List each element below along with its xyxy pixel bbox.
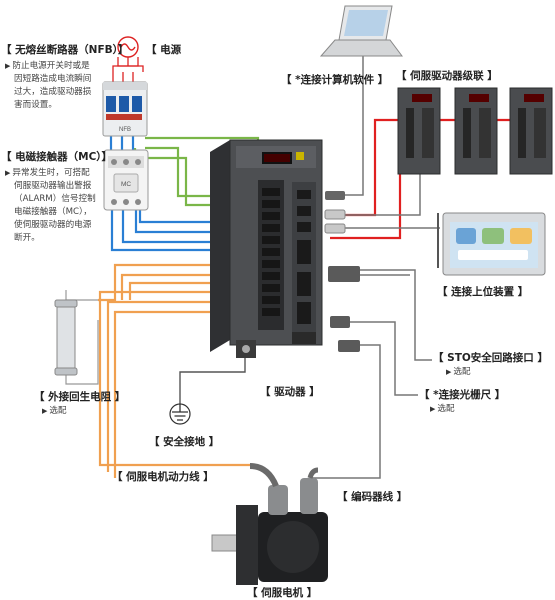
servo-drive-device [210, 139, 323, 358]
scale-cable [350, 321, 418, 396]
power-cable-label: 【 伺服电机动力线 】 [112, 471, 214, 483]
regen-lead-top [65, 290, 98, 301]
pc-cable [345, 52, 364, 196]
sto-optional: ▶选配 [446, 367, 471, 377]
contactor-label: MC [121, 181, 131, 188]
power-source-icon [112, 36, 144, 82]
laptop-icon [319, 5, 403, 57]
encoder-scale-label: 【 *连接光栅尺 】 [419, 389, 506, 401]
red-cascade-3 [330, 150, 402, 240]
ground-wire [179, 358, 246, 405]
power-label: 【 电源 [146, 44, 182, 56]
cascade-drives [397, 87, 553, 175]
breaker-brand-text: NFB [119, 127, 131, 133]
cascade-drive-3 [509, 87, 553, 175]
mc-note: ▶异常发生时，可搭配 伺服驱动器输出警报 （ALARM）信号控制 电磁接触器（M… [5, 168, 96, 243]
cascade-drive-2 [454, 87, 498, 175]
breaker-device: NFB [102, 81, 148, 137]
regen-resistor-label: 【 外接回生电阻 】 [34, 391, 126, 403]
orange-power-cable-1 [98, 290, 270, 467]
regen-resistor-device [54, 299, 78, 376]
regen-lead-bottom [65, 320, 99, 385]
host-label: 【 连接上位装置 】 [437, 286, 529, 298]
contactor-device: MC [103, 149, 149, 211]
sto-label: 【 STO安全回路接口 】 [433, 352, 548, 364]
host-hmi-device [437, 212, 546, 276]
pc-software-label: 【 *连接计算机软件 】 [281, 74, 389, 86]
driver-label: 【 驱动器 】 [260, 386, 320, 398]
cascade-gray [345, 170, 421, 216]
regen-resistor-optional: ▶选配 [42, 406, 67, 416]
orange-regen-wire-1 [98, 263, 270, 302]
encoder-cable-label: 【 编码器线 】 [337, 491, 408, 503]
ground-label: 【 安全接地 】 [149, 436, 220, 448]
motor-label: 【 伺服电机 】 [247, 587, 318, 599]
signal-plugs [324, 191, 360, 352]
nfb-label: 【 无熔丝断路器（NFB）】 [1, 44, 129, 56]
cascade-drive-1 [397, 87, 441, 175]
encoder-cable [310, 344, 381, 479]
ground-symbol-icon [169, 403, 191, 425]
mc-label: 【 电磁接触器（MC）】 [1, 151, 113, 163]
nfb-note: ▶防止电源开关时或是 因短路造成电流瞬间 过大，造成驱动器损 害而设置。 [5, 61, 92, 110]
servo-motor-device [211, 463, 328, 585]
sto-cable [345, 269, 432, 361]
encoder-scale-optional: ▶选配 [430, 404, 455, 414]
drive-cascade-label: 【 伺服驱动器级联 】 [396, 70, 498, 82]
